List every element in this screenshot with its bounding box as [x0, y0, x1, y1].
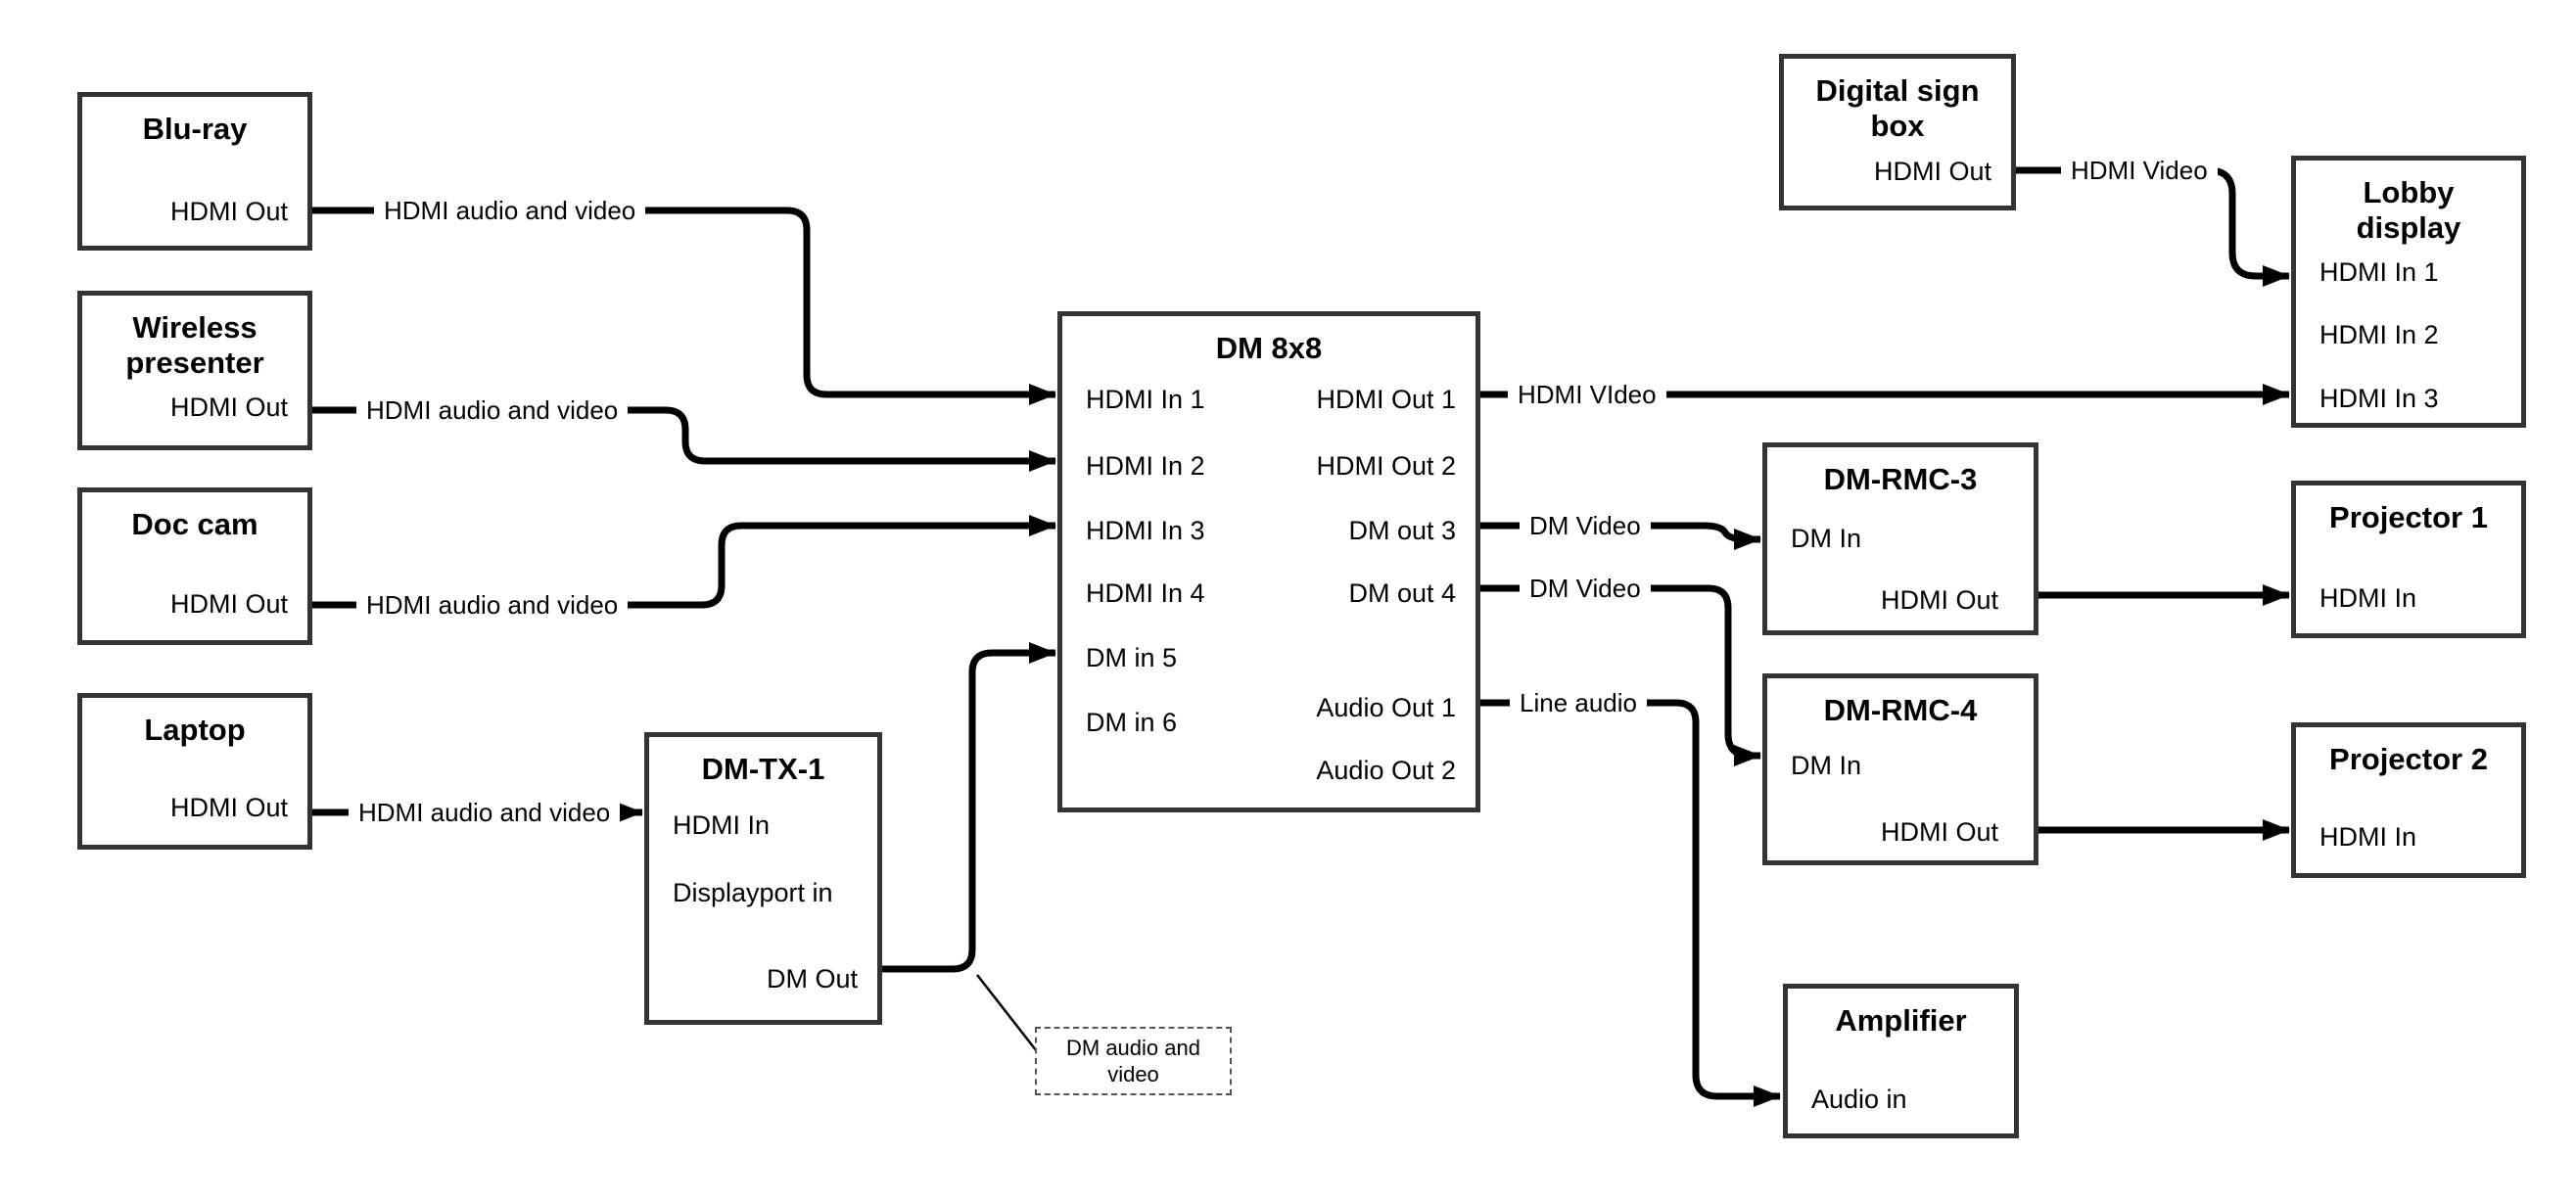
wire-label-wireless-hdmi-av: HDMI audio and video — [356, 393, 629, 427]
dmrmc4-port-hdmi-out: HDMI Out — [1880, 817, 1998, 847]
device-box-lobby-display: Lobby display HDMI In 1 HDMI In 2 HDMI I… — [2291, 156, 2526, 428]
wire-dmtx1-to-dm8x8-in5 — [882, 642, 1056, 973]
laptop-port-hdmi-out: HDMI Out — [169, 793, 288, 822]
dm8x8-port-hdmi-in-4: HDMI In 4 — [1086, 578, 1205, 608]
wireless-port-hdmi-out: HDMI Out — [169, 393, 288, 422]
wire-bluray-to-dm8x8-in1 — [312, 207, 1056, 405]
wire-dm8x8-audio1-to-amplifier — [1480, 699, 1781, 1107]
wire-label-bluray-hdmi-av: HDMI audio and video — [374, 194, 646, 227]
device-box-wireless-presenter: Wireless presenter HDMI Out — [77, 291, 312, 450]
dmtx1-port-dm-out: DM Out — [766, 964, 858, 993]
wire-wireless-to-dm8x8-in2 — [312, 406, 1056, 472]
wire-label-dm-video-out4: DM Video — [1520, 572, 1651, 605]
wire-dm8x8-out3-to-dmrmc3 — [1480, 522, 1761, 550]
device-box-dm-rmc-4: DM-RMC-4 DM In HDMI Out — [1762, 673, 2038, 865]
wire-label-line-audio: Line audio — [1510, 686, 1647, 719]
dm8x8-port-dm-out-4: DM out 4 — [1348, 578, 1456, 608]
dm8x8-port-dm-in-6: DM in 6 — [1086, 708, 1178, 737]
dm8x8-title: DM 8x8 — [1215, 331, 1323, 365]
digitalsign-title: Digital sign box — [1815, 73, 1980, 143]
lobby-port-hdmi-in-3: HDMI In 3 — [2319, 384, 2439, 413]
projector2-port-hdmi-in: HDMI In — [2319, 822, 2417, 852]
wire-label-hdmi-video-out1: HDMI VIdeo — [1508, 378, 1666, 411]
dmrmc3-port-hdmi-out: HDMI Out — [1880, 585, 1998, 615]
note-callout-line — [976, 974, 1041, 1056]
dm8x8-port-dm-in-5: DM in 5 — [1086, 643, 1178, 672]
wire-dm8x8-out4-to-dmrmc4 — [1480, 584, 1761, 766]
bluray-port-hdmi-out: HDMI Out — [169, 197, 288, 226]
wire-label-doccam-hdmi-av: HDMI audio and video — [356, 588, 629, 622]
dmrmc3-title: DM-RMC-3 — [1823, 462, 1978, 496]
doccam-port-hdmi-out: HDMI Out — [169, 589, 288, 619]
amplifier-title: Amplifier — [1835, 1003, 1967, 1038]
device-box-digital-sign: Digital sign box HDMI Out — [1779, 54, 2016, 210]
lobby-port-hdmi-in-1: HDMI In 1 — [2319, 257, 2439, 287]
dm8x8-port-hdmi-in-1: HDMI In 1 — [1086, 385, 1205, 414]
wireless-title: Wireless presenter — [125, 310, 264, 380]
device-box-laptop: Laptop HDMI Out — [77, 693, 312, 850]
device-box-doc-cam: Doc cam HDMI Out — [77, 487, 312, 645]
doccam-title: Doc cam — [131, 507, 258, 541]
device-box-dm-8x8: DM 8x8 HDMI In 1 HDMI In 2 HDMI In 3 HDM… — [1057, 311, 1480, 812]
dm8x8-port-hdmi-out-1: HDMI Out 1 — [1316, 385, 1456, 414]
device-box-bluray: Blu-ray HDMI Out — [77, 92, 312, 251]
device-box-projector-1: Projector 1 HDMI In — [2291, 481, 2526, 638]
lobby-title: Lobby display — [2356, 175, 2461, 245]
dmtx1-port-displayport-in: Displayport in — [673, 878, 833, 907]
dm8x8-port-audio-out-2: Audio Out 2 — [1316, 756, 1456, 785]
dmtx1-port-hdmi-in: HDMI In — [673, 810, 771, 840]
dm8x8-port-audio-out-1: Audio Out 1 — [1316, 693, 1456, 722]
device-box-dm-rmc-3: DM-RMC-3 DM In HDMI Out — [1762, 442, 2038, 635]
dmrmc4-port-dm-in: DM In — [1791, 751, 1862, 780]
laptop-title: Laptop — [144, 713, 246, 747]
dm8x8-port-hdmi-in-2: HDMI In 2 — [1086, 451, 1205, 481]
projector2-title: Projector 2 — [2329, 742, 2488, 776]
device-box-projector-2: Projector 2 HDMI In — [2291, 722, 2526, 878]
wire-doccam-to-dm8x8-in3 — [312, 515, 1056, 609]
wire-label-hdmi-video-sign: HDMI Video — [2061, 154, 2218, 187]
wire-digitalsign-to-lobby-in1 — [2016, 166, 2290, 287]
device-box-amplifier: Amplifier Audio in — [1783, 984, 2019, 1138]
bluray-title: Blu-ray — [142, 112, 248, 146]
wire-label-laptop-hdmi-av: HDMI audio and video — [349, 796, 621, 829]
lobby-port-hdmi-in-2: HDMI In 2 — [2319, 320, 2439, 349]
dmrmc4-title: DM-RMC-4 — [1823, 693, 1978, 727]
amplifier-port-audio-in: Audio in — [1811, 1085, 1907, 1114]
digitalsign-port-hdmi-out: HDMI Out — [1873, 157, 1991, 186]
wire-label-dm-video-out3: DM Video — [1520, 509, 1651, 542]
projector1-title: Projector 1 — [2329, 500, 2488, 534]
dm8x8-port-dm-out-3: DM out 3 — [1348, 516, 1456, 545]
note-dm-audio-video: DM audio and video — [1035, 1027, 1232, 1095]
device-box-dm-tx-1: DM-TX-1 HDMI In Displayport in DM Out — [644, 732, 882, 1025]
dmrmc3-port-dm-in: DM In — [1791, 524, 1862, 553]
dm8x8-port-hdmi-out-2: HDMI Out 2 — [1316, 451, 1456, 481]
projector1-port-hdmi-in: HDMI In — [2319, 583, 2417, 613]
dm8x8-port-hdmi-in-3: HDMI In 3 — [1086, 516, 1205, 545]
dmtx1-title: DM-TX-1 — [701, 752, 825, 786]
